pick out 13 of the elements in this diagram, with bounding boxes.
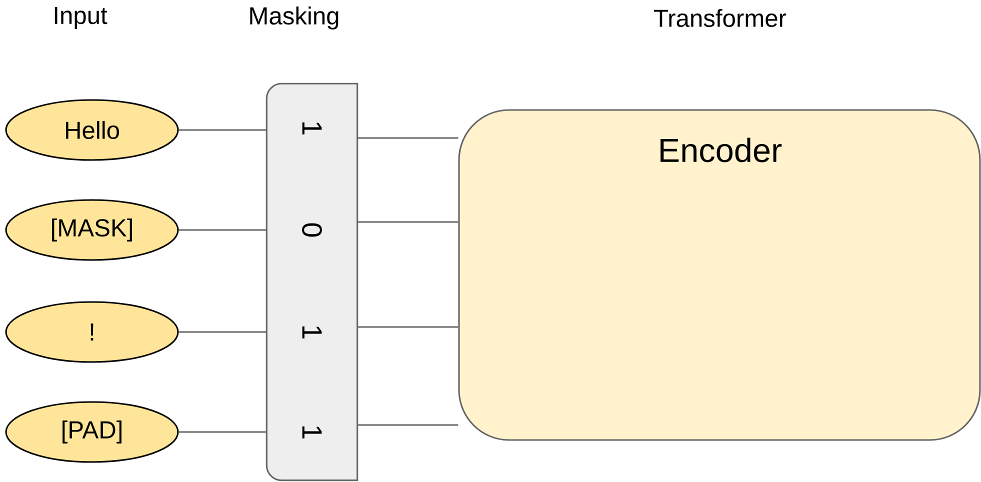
connector-line	[357, 424, 458, 426]
column-heading: Masking	[250, 6, 338, 30]
column-heading: Transformer	[654, 8, 786, 28]
mask-bar: 1 0 1 1	[266, 82, 358, 482]
connector-line	[357, 221, 458, 223]
column-heading: Input	[54, 6, 108, 29]
connector-line	[178, 431, 267, 433]
encoder-box: Encoder	[458, 109, 981, 441]
connector-line	[357, 326, 458, 328]
connector-line	[178, 331, 267, 333]
connector-line	[357, 137, 458, 139]
connector-line	[178, 129, 267, 131]
connector-line	[178, 229, 267, 231]
